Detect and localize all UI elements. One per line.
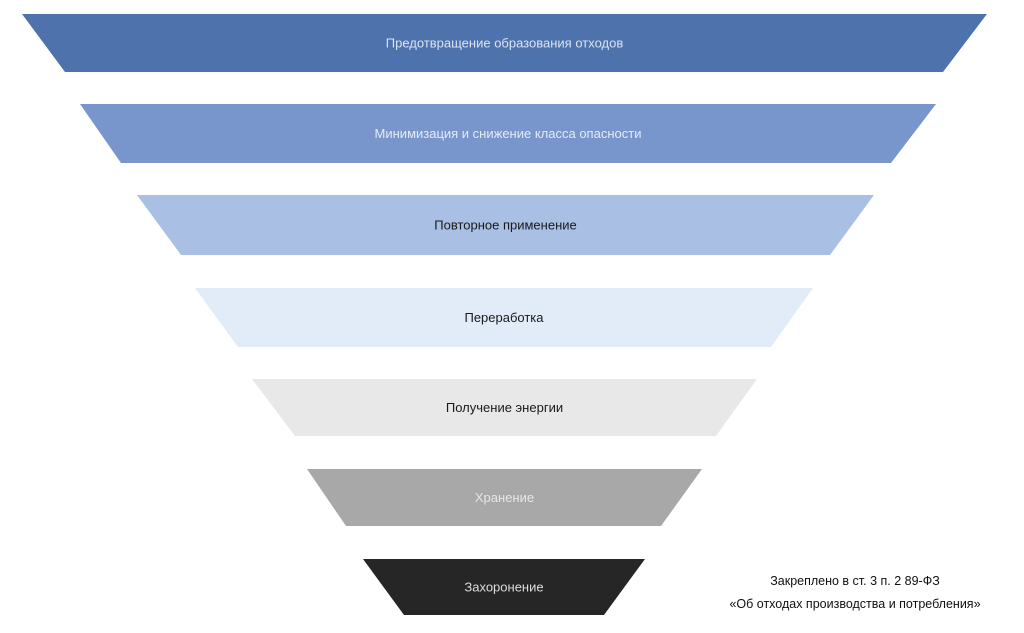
- hierarchy-level-shape: [363, 559, 645, 615]
- hierarchy-level-label: Переработка: [464, 310, 544, 325]
- hierarchy-level-label: Получение энергии: [446, 400, 563, 415]
- legal-reference-line-1: Закреплено в ст. 3 п. 2 89-ФЗ: [770, 574, 940, 588]
- hierarchy-level-5: Получение энергии: [252, 379, 757, 436]
- hierarchy-level-label: Захоронение: [464, 579, 543, 594]
- hierarchy-level-shape: [195, 288, 813, 347]
- hierarchy-level-shape: [22, 14, 987, 72]
- hierarchy-level-label: Хранение: [475, 490, 534, 505]
- hierarchy-level-6: Хранение: [307, 469, 702, 526]
- legal-reference-line-2: «Об отходах производства и потребления»: [729, 597, 981, 611]
- hierarchy-level-1: Предотвращение образования отходов: [22, 14, 987, 72]
- hierarchy-level-shape: [252, 379, 757, 436]
- hierarchy-level-2: Минимизация и снижение класса опасности: [80, 104, 936, 163]
- hierarchy-level-7: Захоронение: [363, 559, 645, 615]
- legal-reference-note: Закреплено в ст. 3 п. 2 89-ФЗ «Об отхода…: [690, 570, 1020, 616]
- hierarchy-level-4: Переработка: [195, 288, 813, 347]
- hierarchy-level-label: Предотвращение образования отходов: [386, 35, 624, 50]
- hierarchy-level-shape: [137, 195, 874, 255]
- hierarchy-level-3: Повторное применение: [137, 195, 874, 255]
- hierarchy-level-shape: [80, 104, 936, 163]
- hierarchy-level-shape: [307, 469, 702, 526]
- hierarchy-level-label: Минимизация и снижение класса опасности: [375, 126, 642, 141]
- hierarchy-level-label: Повторное применение: [434, 217, 577, 232]
